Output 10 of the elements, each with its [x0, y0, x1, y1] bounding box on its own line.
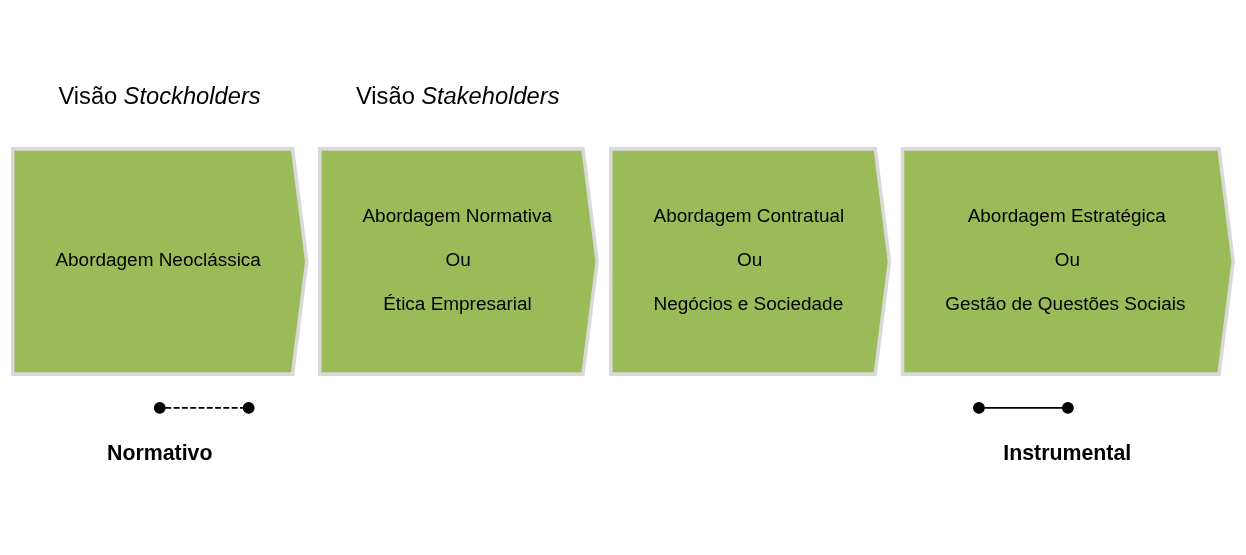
node-circle [242, 401, 255, 414]
connector [164, 407, 245, 409]
node-circle [973, 401, 985, 414]
label: Visão Stakeholders [355, 82, 560, 109]
label: Visão Stockholders [58, 82, 261, 109]
label: Normativo [107, 440, 213, 465]
connector [983, 407, 1064, 409]
node-circle [1061, 401, 1074, 414]
label: Instrumental [1003, 440, 1132, 465]
node-circle [153, 401, 166, 414]
